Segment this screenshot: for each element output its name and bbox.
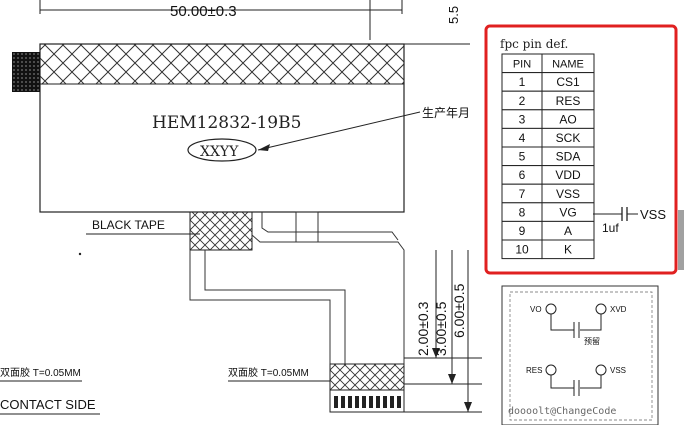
pin-table-row: 10 K — [501, 239, 595, 260]
pin-table-row: 2 RES — [501, 90, 595, 111]
pin-number: 2 — [519, 94, 526, 108]
module-model: HEM12832-19B5 — [152, 113, 301, 133]
pin-name: A — [564, 224, 572, 238]
date-code-leader — [257, 111, 421, 151]
pin-table-row: 3 AO — [501, 109, 595, 129]
pin-name: SCK — [556, 131, 581, 145]
pin-table-title: fpc pin def. — [500, 37, 568, 51]
sch-note: 预留 — [584, 336, 600, 346]
date-code: XXYY — [200, 144, 239, 160]
cap-label: 1uf — [602, 221, 619, 235]
dim-6mm: 6.00±0.5 — [451, 283, 467, 338]
tape-right-label: 双面胶 T=0.05MM — [228, 366, 309, 379]
black-tape-label: BLACK TAPE — [92, 218, 165, 232]
pin-table-row: 4 SCK — [501, 127, 595, 148]
pin-table-row: 7 VSS — [501, 183, 595, 204]
right-top-dimension: 5.5 — [404, 6, 470, 45]
pin-name: CS1 — [556, 75, 580, 89]
pin-number: 10 — [515, 243, 529, 257]
date-code-ellipse — [187, 138, 257, 162]
module-body: HEM12832-19B5 XXYY 生产年月 — [12, 43, 470, 213]
pin-name: AO — [559, 112, 576, 126]
watermark: doooolt@ChangeCode — [508, 406, 616, 417]
pin-table-row: 1 CS1 — [501, 72, 595, 92]
pin-number: PIN — [513, 59, 531, 71]
pin-table-header: PIN NAME — [501, 53, 595, 74]
pin-number: 5 — [519, 150, 526, 164]
highlight-box — [484, 24, 678, 275]
pin-name: RES — [556, 94, 581, 108]
pin-name: K — [564, 243, 572, 257]
pin-number: 4 — [519, 131, 526, 145]
dim-2mm: 2.00±0.3 — [415, 301, 431, 356]
top-tape-hatch — [39, 43, 405, 85]
pin-number: 1 — [519, 75, 526, 89]
fpc-length-dimensions — [404, 250, 482, 413]
pin-table-row: 5 SDA — [501, 146, 595, 167]
pin-name: VG — [559, 205, 576, 219]
pin-number: 6 — [519, 168, 526, 182]
fpc-cable — [189, 211, 405, 413]
fpc-contact-pins — [334, 396, 401, 408]
contact-side-label: CONTACT SIDE — [0, 397, 96, 412]
pin-table-row: 8 VG — [501, 202, 595, 222]
pin-name: VSS — [556, 187, 580, 201]
pin-name: NAME — [552, 59, 584, 71]
pin-number: 7 — [519, 187, 526, 201]
width-dimension-label: 50.00±0.3 — [170, 3, 237, 20]
tape-labels: 双面胶 T=0.05MM 双面胶 T=0.05MM CONTACT SIDE — [0, 366, 330, 415]
dim-3mm: 3.00±0.5 — [433, 301, 449, 356]
left-connector-block — [12, 52, 40, 92]
right-top-dimension-label: 5.5 — [446, 6, 461, 24]
width-dimension: 50.00±0.3 — [39, 0, 403, 40]
pin-name: SDA — [556, 150, 581, 164]
sch-res: RES — [526, 366, 542, 375]
tape-left-label: 双面胶 T=0.05MM — [0, 366, 81, 379]
pin-table-row: 6 VDD — [501, 165, 595, 185]
sch-xvd: XVD — [610, 305, 627, 314]
pin-number: 8 — [519, 205, 526, 219]
vss-label: VSS — [640, 207, 666, 222]
pin-name: VDD — [555, 168, 581, 182]
sch-vo: VO — [530, 305, 542, 314]
sch-vss: VSS — [610, 366, 626, 375]
pin-number: 3 — [519, 112, 526, 126]
pin-number: 9 — [519, 224, 526, 238]
cap-schematic: VO XVD 预留 RES VSS — [501, 285, 659, 425]
right-edge-text-fragment — [678, 210, 684, 270]
date-code-note: 生产年月 — [422, 106, 470, 120]
black-tape-label-group: BLACK TAPE — [78, 218, 200, 256]
